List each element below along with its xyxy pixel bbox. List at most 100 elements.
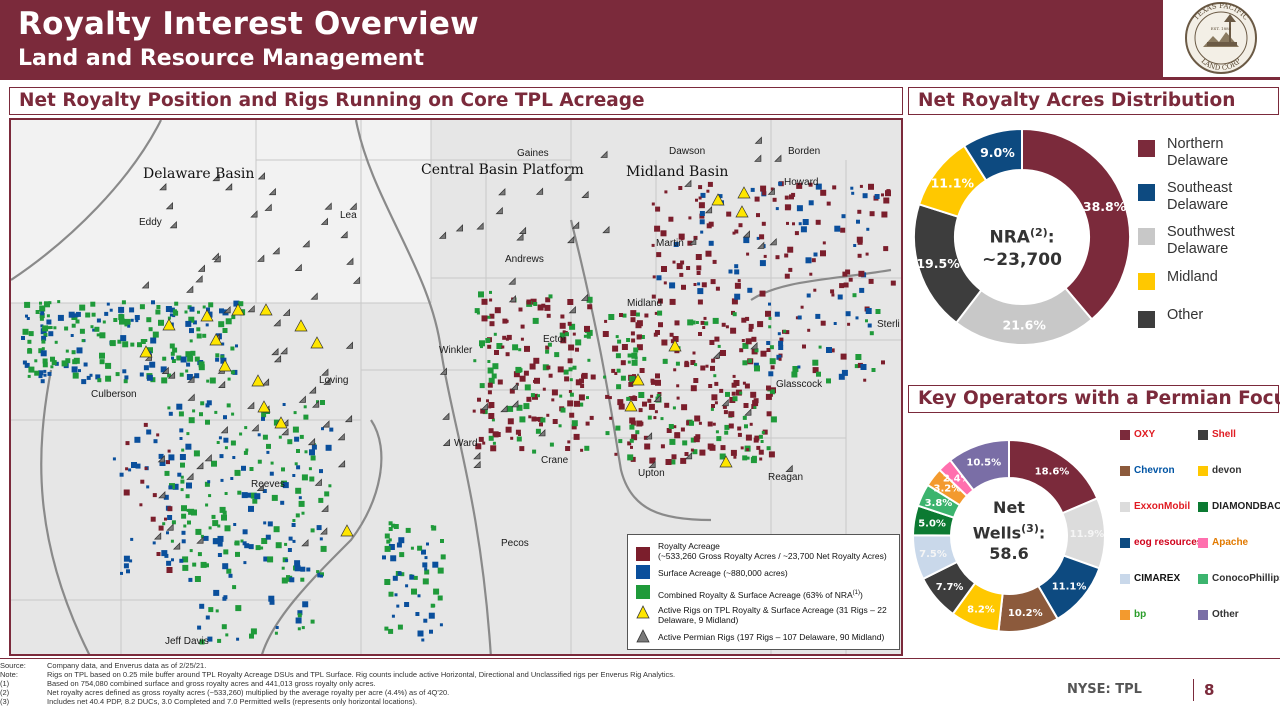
acreage-tract	[298, 496, 302, 500]
acreage-tract	[775, 207, 779, 211]
acreage-tract	[701, 282, 707, 288]
acreage-tract	[529, 363, 536, 370]
acreage-tract	[497, 379, 503, 385]
acreage-tract	[202, 305, 206, 309]
acreage-tract	[489, 313, 495, 319]
acreage-tract	[123, 379, 128, 384]
permian-rig-marker	[337, 459, 346, 468]
acreage-tract	[809, 272, 813, 276]
permian-rig-marker	[247, 304, 255, 313]
permian-rig-marker	[321, 504, 329, 512]
acreage-tract	[702, 326, 706, 329]
permian-rig-marker	[498, 188, 506, 196]
acreage-tract	[680, 260, 685, 265]
acreage-tract	[567, 358, 573, 364]
acreage-tract	[140, 479, 145, 484]
acreage-tract	[754, 196, 760, 202]
acreage-tract	[749, 422, 753, 426]
acreage-tract	[146, 374, 153, 381]
acreage-tract	[186, 374, 193, 380]
acreage-tract	[584, 325, 590, 332]
acreage-tract	[520, 337, 524, 341]
acreage-tract	[120, 335, 127, 342]
acreage-tract	[578, 394, 585, 401]
acreage-tract	[281, 467, 285, 472]
acreage-tract	[489, 298, 493, 302]
acreage-tract	[670, 459, 676, 465]
permian-rig-marker	[442, 412, 450, 420]
acreage-tract	[705, 250, 712, 257]
operators-donut-svg: 18.6%11.9%11.1%10.2%8.2%7.7%7.5%5.0%3.8%…	[911, 438, 1106, 633]
acreage-tract	[34, 370, 40, 376]
acreage-tract	[711, 404, 715, 408]
acreage-tract	[311, 444, 317, 450]
acreage-tract	[703, 316, 707, 320]
acreage-tract	[257, 459, 262, 464]
acreage-tract	[686, 420, 692, 426]
permian-rig-marker	[511, 400, 519, 408]
acreage-tract	[185, 494, 190, 499]
acreage-tract	[518, 348, 522, 352]
acreage-tract	[225, 633, 229, 637]
acreage-tract	[190, 350, 196, 356]
acreage-tract	[99, 352, 105, 359]
acreage-tract	[206, 379, 210, 383]
permian-rig-marker	[272, 247, 280, 255]
acreage-tract	[186, 362, 191, 367]
acreage-tract	[65, 349, 69, 353]
acreage-tract	[149, 361, 156, 368]
acreage-tract	[513, 371, 520, 378]
acreage-tract	[205, 615, 210, 620]
acreage-tract	[534, 417, 539, 422]
acreage-tract	[740, 446, 744, 450]
acreage-tract	[769, 389, 775, 395]
stock-ticker: NYSE: TPL	[1067, 682, 1142, 697]
acreage-tract	[192, 320, 197, 325]
acreage-tract	[301, 511, 305, 515]
acreage-tract	[176, 403, 183, 410]
acreage-tract	[532, 393, 538, 400]
permian-rig-marker	[165, 201, 174, 210]
acreage-tract	[693, 283, 697, 286]
acreage-tract	[535, 428, 541, 434]
acreage-tract	[548, 373, 553, 378]
acreage-tract	[208, 526, 212, 530]
acreage-tract	[860, 364, 867, 370]
acreage-tract	[124, 375, 129, 380]
acreage-tract	[756, 236, 760, 240]
acreage-tract	[188, 316, 195, 323]
acreage-tract	[206, 400, 212, 406]
acreage-tract	[391, 614, 395, 618]
operators-center-value: 58.6	[989, 544, 1029, 564]
acreage-tract	[778, 345, 784, 350]
acreage-tract	[71, 350, 76, 355]
acreage-tract	[186, 482, 192, 489]
acreage-tract	[232, 456, 236, 459]
acreage-tract	[502, 335, 507, 340]
acreage-tract	[628, 381, 634, 387]
acreage-tract	[507, 405, 514, 412]
acreage-tract	[569, 392, 574, 397]
acreage-tract	[189, 306, 195, 312]
acreage-tract	[752, 400, 759, 407]
permian-rig-marker	[159, 183, 167, 191]
acreage-tract	[724, 430, 729, 435]
operator-swatch	[1198, 430, 1208, 440]
slice-southeast-delaware	[962, 127, 1023, 182]
slice-northern-delaware	[1021, 127, 1131, 321]
acreage-tract	[711, 358, 716, 363]
permian-rig-marker	[197, 264, 206, 272]
acreage-tract	[490, 445, 497, 452]
acreage-tract	[774, 311, 780, 317]
county-jeff-davis: Jeff Davis	[165, 636, 209, 647]
acreage-tract	[208, 302, 214, 308]
acreage-tract	[655, 330, 660, 335]
acreage-tract	[784, 253, 789, 258]
acreage-tract	[867, 323, 872, 328]
acreage-tract	[423, 618, 428, 623]
acreage-tract	[674, 320, 680, 326]
acreage-tract	[65, 358, 71, 364]
permian-rig-marker	[518, 226, 527, 234]
acreage-tract	[680, 427, 685, 432]
acreage-tract	[50, 356, 55, 362]
